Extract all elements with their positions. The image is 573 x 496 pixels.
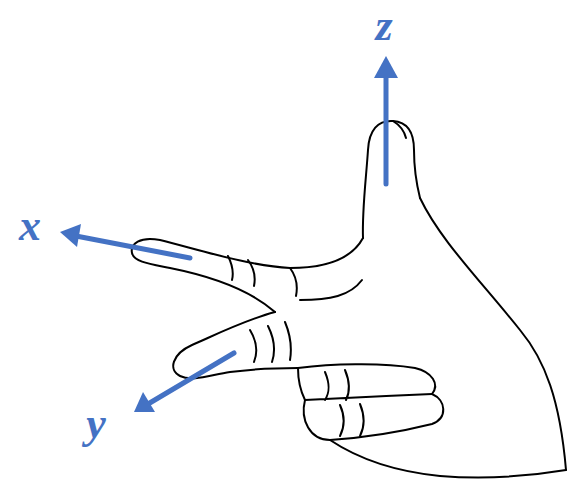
y-axis-arrow [148, 353, 234, 404]
thumb-outline [363, 121, 420, 238]
z-axis-arrow [384, 72, 389, 184]
axis-label: x [19, 204, 41, 248]
axis-label: y [86, 402, 106, 446]
x-arrowhead [60, 224, 81, 247]
middle-finger-creases [250, 322, 291, 362]
folded-finger-creases [305, 370, 432, 436]
middle-finger-outline [173, 312, 298, 378]
palm-outline [330, 440, 566, 478]
axis-label: z [375, 4, 392, 48]
index-finger-outline [132, 238, 363, 312]
y-arrowhead [134, 392, 155, 412]
z-arrowhead [374, 56, 398, 78]
palm-crease [300, 280, 362, 300]
hand-back-outline [420, 198, 566, 470]
thumb-nail [393, 121, 406, 138]
folded-fingers-outline [298, 364, 443, 440]
index-finger-creases [228, 256, 297, 296]
x-axis-arrow [76, 236, 190, 258]
